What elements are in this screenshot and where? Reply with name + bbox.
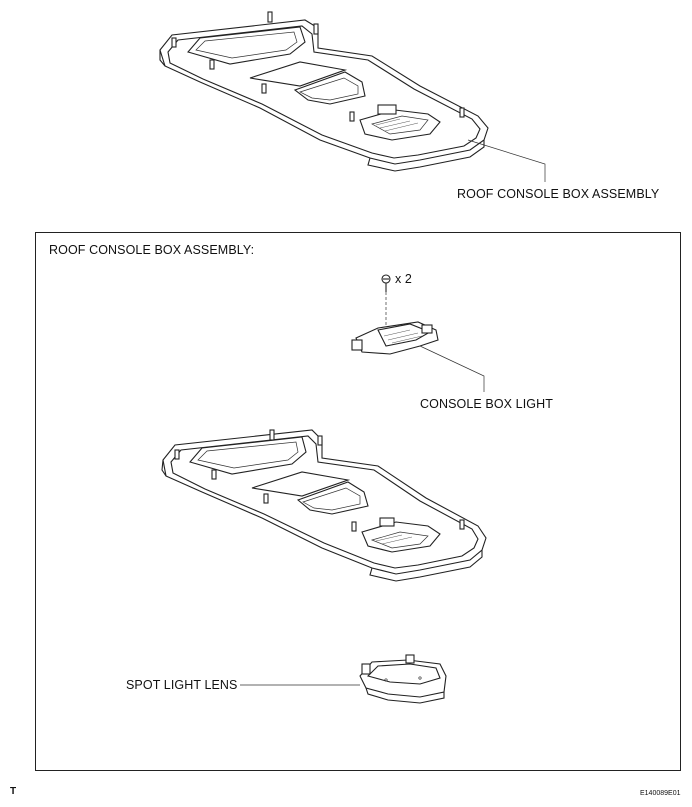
- screw-icon: [381, 274, 391, 292]
- console-box-light-part: [351, 321, 439, 355]
- leader-console-box-light: [419, 345, 485, 392]
- roof-console-box-top: [159, 11, 489, 172]
- detail-frame: [35, 232, 681, 771]
- corner-mark: T: [10, 786, 17, 797]
- spot-light-lens-label: SPOT LIGHT LENS: [126, 678, 238, 692]
- frame-title: ROOF CONSOLE BOX ASSEMBLY:: [49, 243, 255, 257]
- screw-count-label: x 2: [395, 272, 412, 286]
- roof-console-box-label: ROOF CONSOLE BOX ASSEMBLY: [457, 187, 660, 201]
- console-box-light-label: CONSOLE BOX LIGHT: [420, 397, 553, 411]
- roof-console-box-middle: [161, 429, 487, 582]
- figure-id: E140089E01: [640, 790, 681, 797]
- leader-roof-console: [467, 139, 546, 182]
- spot-light-lens-part: [359, 654, 447, 704]
